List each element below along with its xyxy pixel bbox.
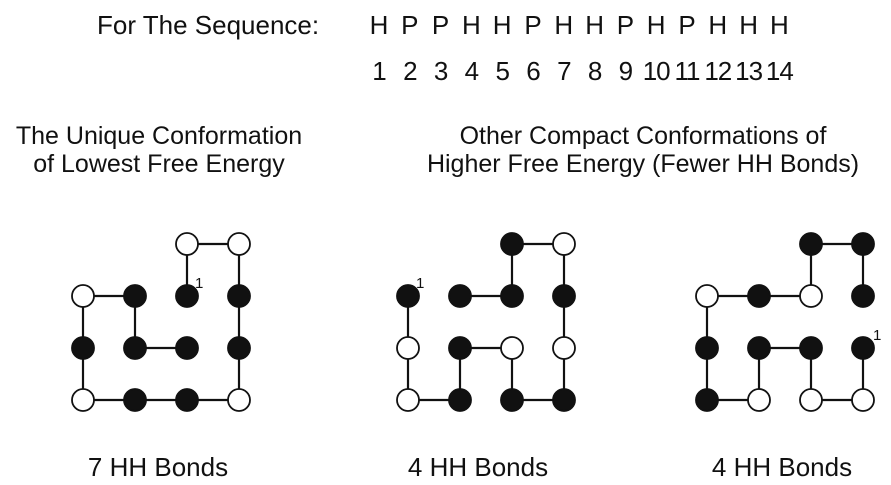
- hydrophobic-residue: [695, 388, 719, 412]
- sequence-position-number: 13: [735, 56, 763, 86]
- hydrophobic-residue: [71, 336, 95, 360]
- polar-residue: [695, 284, 719, 308]
- polar-residue: [227, 232, 251, 256]
- heading-right-line-1: Other Compact Conformations of: [459, 122, 827, 150]
- sequence-position-number: 2: [403, 56, 417, 86]
- polar-residue: [71, 284, 95, 308]
- hydrophobic-residue: [448, 336, 472, 360]
- caption-conformation-2: 4 HH Bonds: [407, 452, 549, 482]
- sequence-residue: H: [554, 10, 574, 40]
- sequence-position-number: 4: [464, 56, 479, 86]
- sequence-position-number: 10: [642, 56, 671, 86]
- hydrophobic-residue: [448, 284, 472, 308]
- hydrophobic-residue: [175, 336, 199, 360]
- sequence-residue: P: [616, 10, 635, 40]
- polar-residue: [799, 284, 823, 308]
- hydrophobic-residue: [500, 388, 524, 412]
- hydrophobic-residue: [851, 336, 875, 360]
- sequence-residue: H: [492, 10, 512, 40]
- sequence-position-number: 5: [495, 56, 509, 86]
- polar-residue: [552, 232, 576, 256]
- sequence-residue: P: [524, 10, 542, 40]
- sequence-position-number: 7: [557, 56, 571, 86]
- hydrophobic-residue: [123, 336, 147, 360]
- polar-residue: [175, 232, 199, 256]
- caption-conformation-3: 4 HH Bonds: [711, 452, 853, 482]
- sequence-residue: H: [462, 10, 481, 40]
- chain-start-label: 1: [195, 275, 203, 292]
- conformation-3: 1: [695, 232, 881, 412]
- sequence-position-number: 12: [704, 56, 732, 86]
- sequence-residue: H: [646, 10, 666, 40]
- polar-residue: [552, 336, 576, 360]
- sequence-residue: H: [739, 10, 758, 40]
- hydrophobic-residue: [500, 284, 524, 308]
- sequence-position-number: 8: [587, 56, 602, 86]
- sequence-position-number: 3: [433, 56, 448, 86]
- conformation-2: 1: [396, 232, 576, 412]
- heading-left-line-1: The Unique Conformation: [15, 122, 303, 150]
- sequence-position-number: 14: [765, 56, 794, 86]
- polar-residue: [747, 388, 771, 412]
- hydrophobic-residue: [175, 388, 199, 412]
- polar-residue: [71, 388, 95, 412]
- hydrophobic-residue: [175, 284, 199, 308]
- hydrophobic-residue: [799, 336, 823, 360]
- polar-residue: [396, 388, 420, 412]
- hydrophobic-residue: [799, 232, 823, 256]
- hydrophobic-residue: [695, 336, 719, 360]
- sequence-residue: P: [678, 10, 696, 40]
- sequence-residue: P: [431, 10, 450, 40]
- chain-start-label: 1: [873, 327, 881, 344]
- hydrophobic-residue: [123, 388, 147, 412]
- sequence-residue: H: [708, 10, 728, 40]
- heading-lowest-energy: The Unique Conformation of Lowest Free E…: [0, 122, 318, 178]
- chain-start-label: 1: [416, 275, 424, 292]
- hydrophobic-residue: [227, 284, 251, 308]
- hydrophobic-residue: [227, 336, 251, 360]
- hydrophobic-residue: [552, 284, 576, 308]
- caption-conformation-1: 7 HH Bonds: [87, 452, 229, 482]
- hydrophobic-residue: [448, 388, 472, 412]
- conformation-1: 1: [71, 232, 251, 412]
- sequence-position-number: 1: [372, 56, 386, 86]
- hydrophobic-residue: [747, 284, 771, 308]
- sequence-residue: H: [369, 10, 389, 40]
- hydrophobic-residue: [851, 232, 875, 256]
- polar-residue: [396, 336, 420, 360]
- hydrophobic-residue: [851, 284, 875, 308]
- polar-residue: [227, 388, 251, 412]
- sequence-position-number: 9: [618, 56, 633, 86]
- hydrophobic-residue: [552, 388, 576, 412]
- heading-left-line-2: of Lowest Free Energy: [33, 150, 285, 178]
- sequence-residue: P: [401, 10, 419, 40]
- sequence-position-number: 11: [674, 56, 701, 86]
- polar-residue: [799, 388, 823, 412]
- hydrophobic-residue: [396, 284, 420, 308]
- polar-residue: [851, 388, 875, 412]
- hydrophobic-residue: [500, 232, 524, 256]
- sequence-residue: H: [770, 10, 789, 40]
- hydrophobic-residue: [123, 284, 147, 308]
- heading-higher-energy: Other Compact Conformations of Higher Fr…: [395, 122, 891, 178]
- sequence-position-number: 6: [526, 56, 540, 86]
- sequence-label: For The Sequence:: [97, 10, 320, 40]
- polar-residue: [500, 336, 524, 360]
- heading-right-line-2: Higher Free Energy (Fewer HH Bonds): [426, 150, 860, 178]
- sequence-residue: H: [585, 10, 604, 40]
- hydrophobic-residue: [747, 336, 771, 360]
